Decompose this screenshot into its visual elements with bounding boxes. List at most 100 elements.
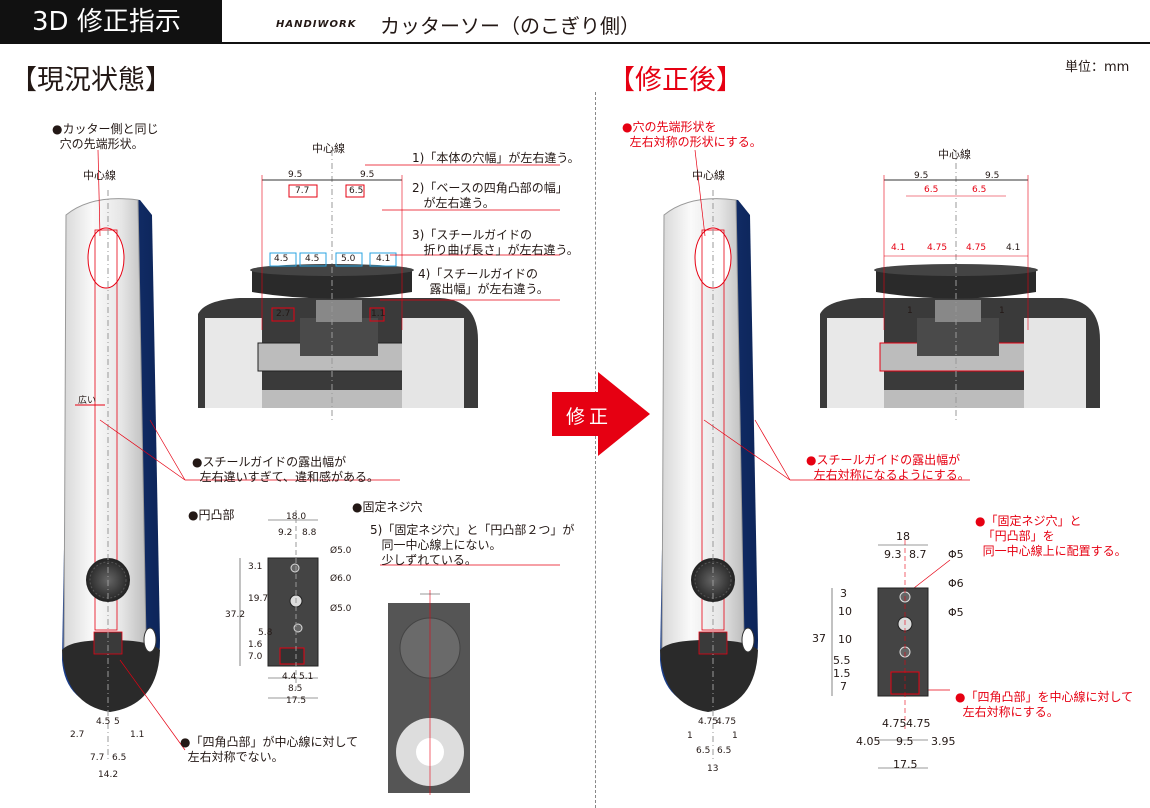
dim-label: 10 [838,605,852,618]
dim-label: Ø5.0 [330,546,352,556]
dim-label: 4.75 [716,717,737,727]
note-hole-revised: ●穴の先端形状を 左右対称の形状にする。 [622,120,762,149]
leaders-current [97,149,560,751]
dim-label: 4.75 [906,717,931,730]
dim-label: 5.5 [833,654,851,667]
dim-label: 7.0 [248,652,263,662]
correction-arrow [552,372,650,456]
dim-label: 6.5 [717,746,732,756]
dim-label: 6.5 [112,753,127,763]
note-guide-current: ●スチールガイドの露出幅が 左右違いすぎて、違和感がある。 [192,455,380,484]
dim-label: 9.5 [985,171,1000,181]
dim-label: 6.5 [972,185,987,195]
dim-label: 4.1 [891,243,906,253]
dim-label: 9.5 [360,170,375,180]
note-screw-revised: ●「固定ネジ穴」と 「円凸部」を 同一中心線上に配置する。 [975,514,1127,558]
dim-label: 13 [707,764,719,774]
header-rule [222,42,1150,44]
dim-label: 8.7 [909,548,927,561]
dim-label: 4.5 [96,717,111,727]
dim-label: 8.5 [288,684,303,694]
tool-body-current [62,190,160,760]
dim-label: 5.0 [341,254,356,264]
centerline-label-tool-revised: 中心線 [692,169,725,182]
note-screw-current: ●固定ネジ穴 [352,500,423,514]
mechanism-revised [820,150,1100,420]
dim-label: 37 [812,632,826,645]
dim-label: 3.1 [248,562,263,572]
dim-label: 9.5 [288,170,303,180]
leaders-revised [694,149,970,691]
dim-label: 9.3 [884,548,902,561]
dim-label: 4.4 [282,672,297,682]
mechanism-current [198,150,478,420]
dim-label: 1.1 [130,730,145,740]
dim-label: 3 [840,587,847,600]
dim-label: Φ5 [948,548,964,561]
dim-label: 4.1 [1006,243,1021,253]
dim-label: 17.5 [893,758,918,771]
dim-label: 9.5 [896,735,914,748]
note-square-current: ●「四角凸部」が中心線に対して 左右対称でない。 [180,735,359,764]
issue-3: 3)「スチールガイドの 折り曲げ長さ」が左右違う。 [412,228,579,257]
dim-label: 4.1 [376,254,391,264]
part-revised [831,540,929,769]
dim-label: 14.2 [98,770,119,780]
dim-label: 7.7 [90,753,105,763]
dim-label: 1.5 [833,667,851,680]
note-square-revised: ●「四角凸部」を中心線に対して 左右対称にする。 [955,690,1134,719]
dim-label: 5 [114,717,120,727]
dim-label: 1 [732,731,738,741]
dim-label: 5.8 [258,628,273,638]
centerline-label-top-current: 中心線 [312,142,345,155]
section-title-revised: 【修正後】 [608,65,743,96]
tool-body-revised [660,190,758,760]
issue-5: 5)「固定ネジ穴」と「円凸部２つ」が 同一中心線上にない。 少しずれている。 [370,523,575,567]
issue-1: 1)「本体の穴幅」が左右違う。 [412,151,580,165]
centerline-label-tool-current: 中心線 [83,169,116,182]
unit-label: 単位：mm [1065,60,1130,75]
dim-label: 1 [687,731,693,741]
correction-arrow-label: 修正 [566,406,613,428]
dim-label: 3.95 [931,735,956,748]
dim-label: 4.75 [882,717,907,730]
dim-label: 6.5 [696,746,711,756]
note-boss: ●円凸部 [188,508,235,522]
dim-label: 18 [896,530,910,543]
dim-label: Ø5.0 [330,604,352,614]
wide-label: 広い [78,396,97,406]
dim-label: 4.75 [927,243,948,253]
issue-2: 2)「ベースの四角凸部の幅」 が左右違う。 [412,181,568,210]
dim-label: Ø6.0 [330,574,352,584]
note-guide-revised: ●スチールガイドの露出幅が 左右対称になるようにする。 [806,453,970,482]
section-title-current: 【現況状態】 [10,65,172,96]
dim-label: 1 [907,306,913,316]
dim-label: 6.5 [924,185,939,195]
dim-label: 17.5 [286,696,307,706]
zoom-current [388,590,470,795]
dim-label: 4.5 [274,254,289,264]
dim-label: 4.75 [966,243,987,253]
dim-label: 2.7 [276,309,291,319]
dim-label: Φ5 [948,606,964,619]
part-current [239,510,319,699]
dim-label: 9.5 [914,171,929,181]
dim-label: 6.5 [349,186,364,196]
note-hole-current: ●カッター側と同じ 穴の先端形状。 [52,122,159,151]
dim-label: 2.7 [70,730,85,740]
centerline-label-top-revised: 中心線 [938,148,971,161]
dim-label: 9.2 [278,528,293,538]
header-tab: 3D 修正指示 [0,0,222,44]
dim-label: 5.1 [299,672,314,682]
dim-label: 4.5 [305,254,320,264]
dim-label: 4.75 [698,717,719,727]
dim-label: 19.7 [248,594,269,604]
dim-label: 1.6 [248,640,263,650]
dim-label: 7 [840,680,847,693]
product-name: カッターソー（のこぎり側） [380,14,640,38]
dim-label: Φ6 [948,577,964,590]
section-divider [595,92,596,808]
dim-label: 1 [999,306,1005,316]
issue-4: 4)「スチールガイドの 露出幅」が左右違う。 [418,267,549,296]
